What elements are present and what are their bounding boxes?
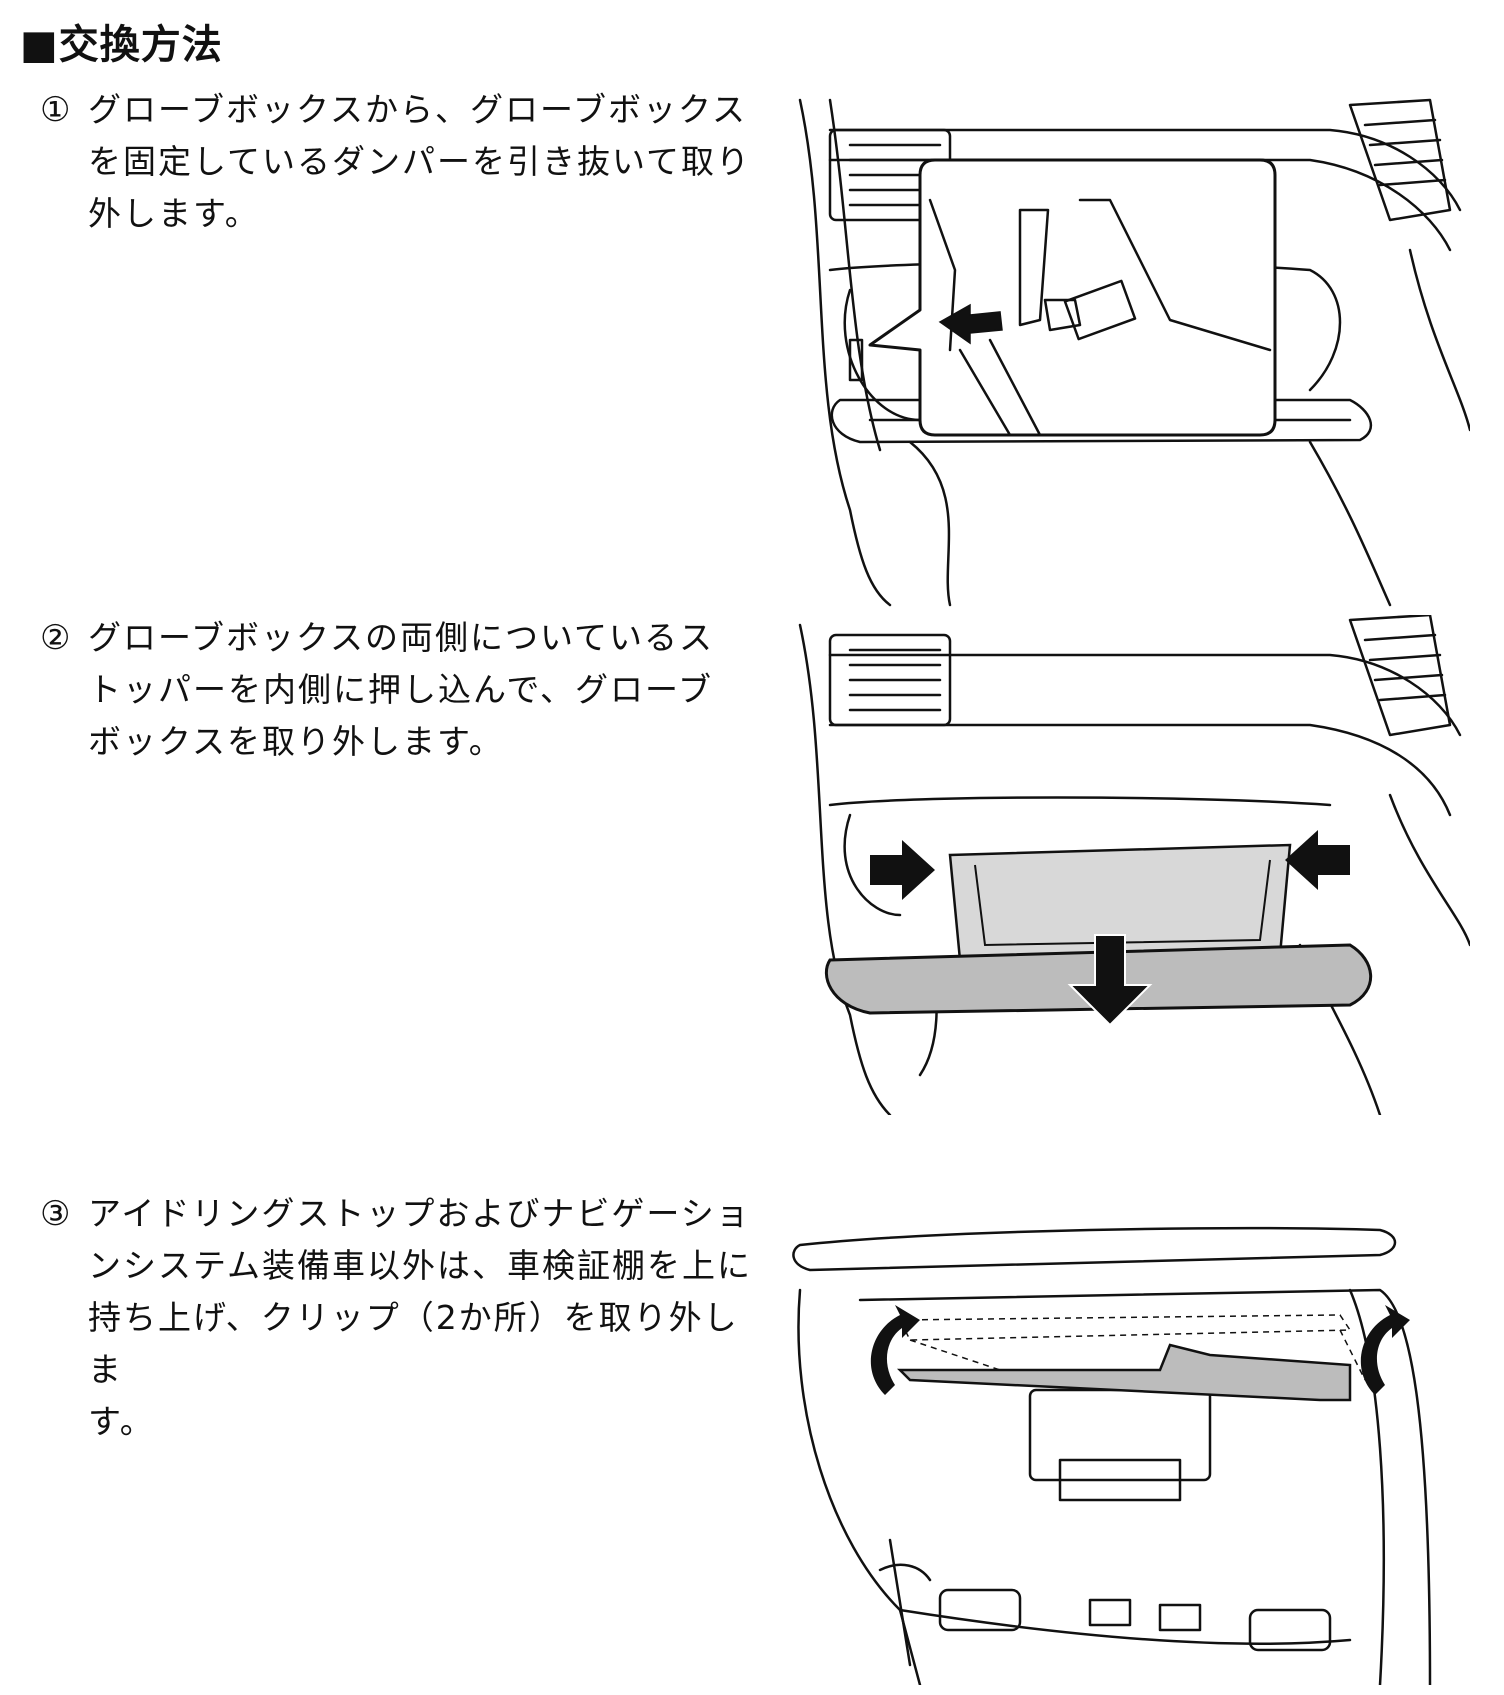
step-3-number: ③ xyxy=(40,1194,73,1234)
step-2-text: グローブボックスの両側についているス トッパーを内側に押し込んで、グローブ ボッ… xyxy=(88,618,715,761)
step-1: ① グローブボックスから、グローブボックス を固定しているダンパーを引き抜いて取… xyxy=(40,84,760,240)
figure-glovebox-removal xyxy=(790,615,1470,1115)
step-3: ③ アイドリングストップおよびナビゲーショ ンシステム装備車以外は、車検証棚を上… xyxy=(40,1188,760,1448)
step-2-number: ② xyxy=(40,618,73,658)
step-1-text: グローブボックスから、グローブボックス を固定しているダンパーを引き抜いて取り … xyxy=(88,90,752,233)
step-1-number: ① xyxy=(40,90,73,130)
page-heading: ■交換方法 xyxy=(20,22,223,68)
figure-shelf-clip-removal xyxy=(790,1210,1470,1685)
step-2: ② グローブボックスの両側についているス トッパーを内側に押し込んで、グローブ … xyxy=(40,612,760,768)
figure-damper-removal xyxy=(790,90,1470,610)
step-3-text: アイドリングストップおよびナビゲーショ ンシステム装備車以外は、車検証棚を上に … xyxy=(88,1194,753,1441)
